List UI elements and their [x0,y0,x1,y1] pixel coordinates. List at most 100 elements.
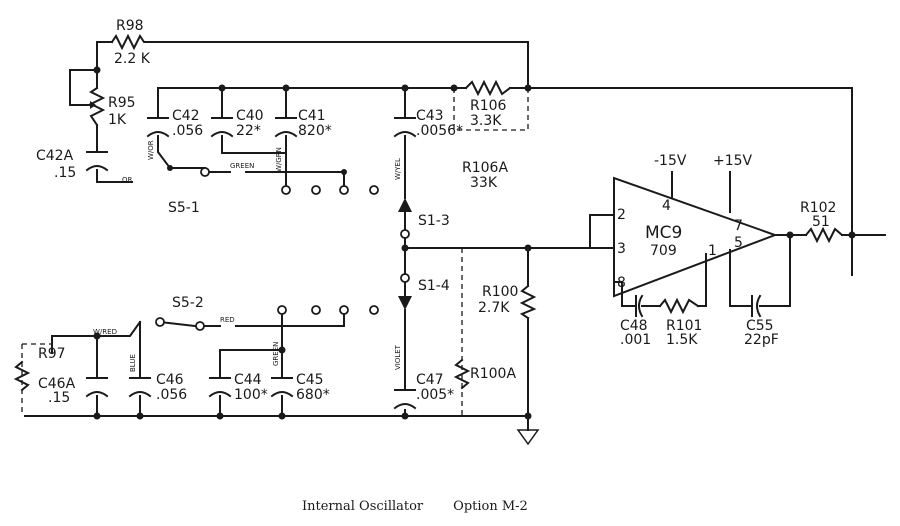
c45-ref: C45 [296,372,324,388]
r97-ref: R97 [38,346,66,362]
wire-label-red: RED [220,316,235,324]
r97-resistor [13,360,31,392]
c48-capacitor [635,294,644,318]
c46a-value: .15 [48,390,70,406]
c46a-ref: C46A [38,376,76,392]
r95-value: 1K [108,112,127,128]
switch-contacts [155,165,410,331]
pin-2: 2 [617,207,626,223]
r95-wiper-arrow [90,101,96,109]
r102-value: 51 [812,214,830,230]
c48-value: .001 [620,332,651,348]
r100a-ref: R100A [470,366,516,382]
ic-part: 709 [650,243,677,259]
r101-ref: R101 [666,318,702,334]
c55-value: 22pF [744,332,779,348]
c42a-value: .15 [54,165,76,181]
ic-ref: MC9 [645,223,682,243]
caption-title: Internal Oscillator [302,499,424,514]
c42a-ref: C42A [36,148,74,164]
r106-ref: R106 [470,98,507,114]
c47-value: .005* [416,387,454,403]
c44-capacitor [208,377,232,398]
caption-option: Option M-2 [453,499,528,514]
r95-ref: R95 [108,95,136,111]
c46-ref: C46 [156,372,184,388]
wire-label-w-red: W/RED [93,328,117,336]
r101-resistor [658,297,700,315]
top-wiring [69,41,853,431]
s1-3-label: S1-3 [418,213,450,229]
v-neg-label: -15V [654,153,687,169]
capacitors [85,117,762,410]
s1-4-label: S1-4 [418,278,450,294]
c43-ref: C43 [416,108,444,124]
s5-2-label: S5-2 [172,295,204,311]
c41-value: 820* [298,123,332,139]
r101-value: 1.5K [666,332,698,348]
s1-4-arrow [398,296,412,310]
c46a-capacitor [85,377,109,398]
c48-ref: C48 [620,318,648,334]
c42-ref: C42 [172,108,200,124]
labels: R98 2.2 K R95 1K C42A .15 C42 .056 C40 2… [36,18,836,406]
c47-capacitor [393,389,417,410]
c46-value: .056 [156,387,187,403]
c41-capacitor [274,117,298,138]
wire-label-violet: VIOLET [394,344,402,370]
wire-label-or: OR [122,176,133,184]
r102-ref: R102 [800,200,836,216]
c55-capacitor [751,294,762,318]
c40-value: 22* [236,123,261,139]
r106-value: 3.3K [470,113,502,129]
c42-capacitor [146,117,170,138]
c44-ref: C44 [234,372,262,388]
r106a-ref: R106A [462,160,508,176]
c55-ref: C55 [746,318,774,334]
r98-value: 2.2 K [114,51,151,67]
c41-ref: C41 [298,108,326,124]
c43-capacitor [393,117,417,138]
pin-1: 1 [708,243,717,259]
r102-resistor [804,226,844,244]
wire-label-green: GREEN [230,162,254,170]
c44-value: 100* [234,387,268,403]
c46-capacitor [128,377,152,398]
r100-value: 2.7K [478,300,510,316]
pin-5: 5 [734,235,743,251]
r100-ref: R100 [482,284,518,300]
c43-value: .0056* [416,123,463,139]
junction-dots [93,66,856,420]
resistors [13,33,844,392]
wire-color-labels: W/OR OR GREEN W/GRN W/YEL W/RED RED BLUE… [93,140,402,372]
ground-symbol [516,429,540,446]
r98-resistor [110,33,149,51]
caption: Internal Oscillator Option M-2 [302,499,528,514]
r106a-value: 33K [470,175,498,191]
pin-3: 3 [617,241,626,257]
c42-value: .056 [172,123,203,139]
s1-3-arrow [398,198,412,212]
v-pos-label: +15V [713,153,753,169]
c45-value: 680* [296,387,330,403]
pin-4: 4 [662,198,671,214]
c42a-capacitor [85,151,109,172]
c47-ref: C47 [416,372,444,388]
wire-label-w-or: W/OR [147,140,155,160]
c40-capacitor [210,117,234,138]
r98-ref: R98 [116,18,144,34]
switch-arrows [398,198,412,310]
r100-resistor [519,284,537,320]
wire-label-green-2: GREEN [272,342,280,366]
s5-1-label: S5-1 [168,200,200,216]
wire-label-w-yel: W/YEL [394,158,402,180]
wire-label-blue: BLUE [129,354,137,372]
wire-label-w-grn: W/GRN [275,147,283,172]
bottom-wiring [21,309,529,417]
c40-ref: C40 [236,108,264,124]
pin-8: 8 [617,275,626,291]
c45-capacitor [270,377,294,398]
pin-7: 7 [734,218,743,234]
r100a-resistor [453,358,471,390]
